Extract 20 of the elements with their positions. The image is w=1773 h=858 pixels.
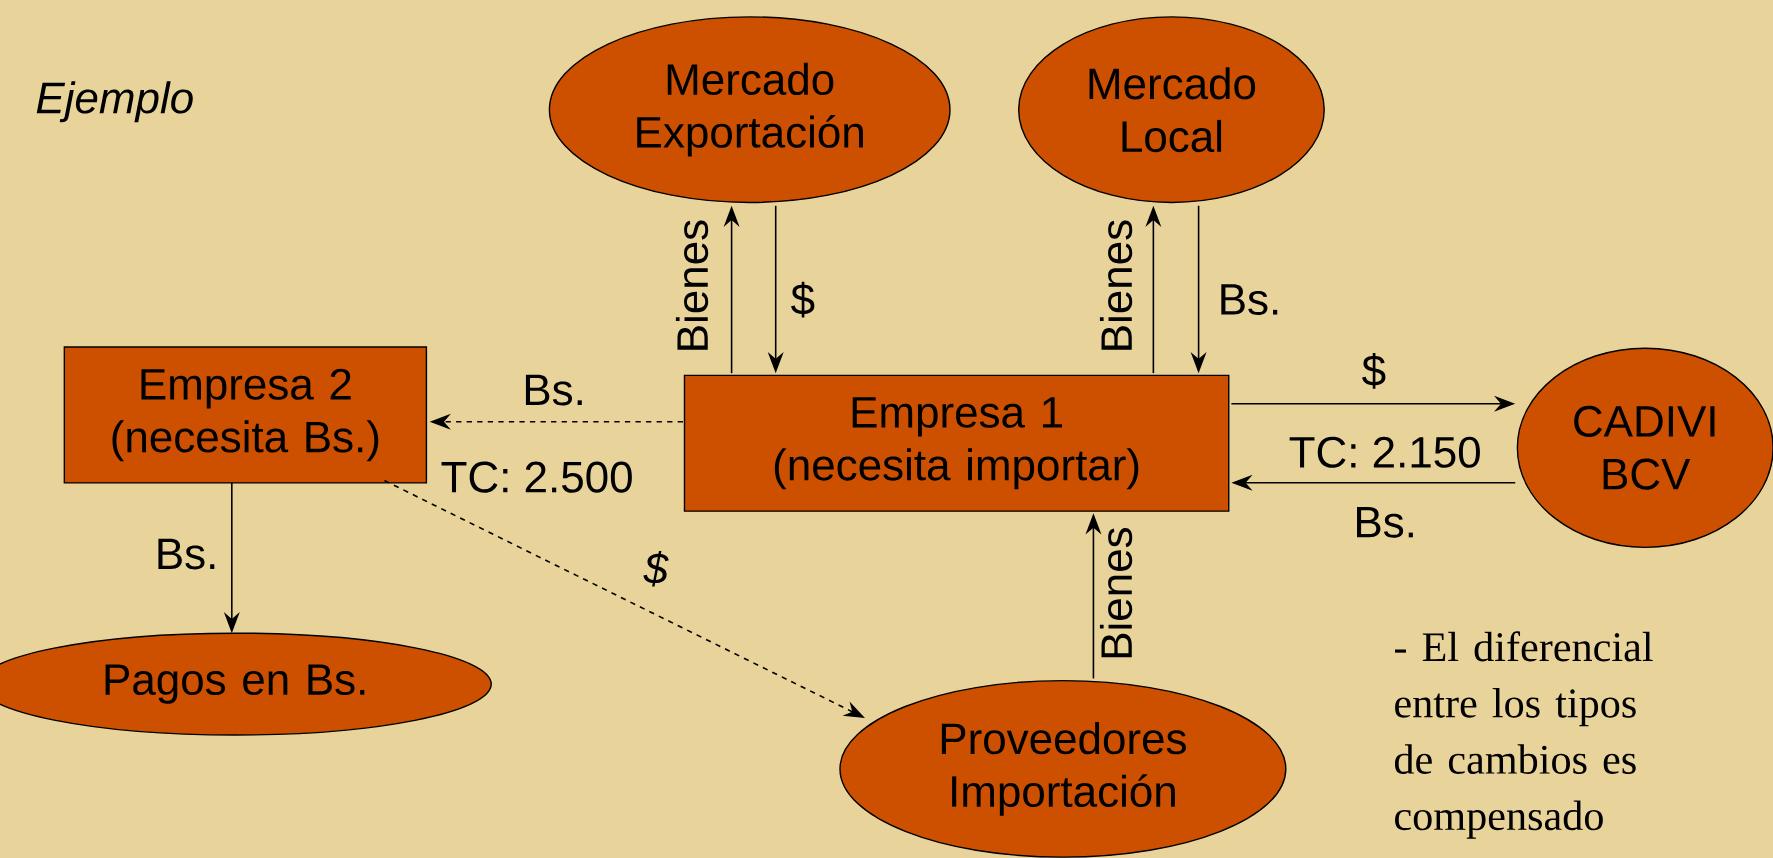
edge-label: Bienes <box>1099 527 1133 658</box>
edge-label: $ <box>791 281 815 318</box>
edge-label: $ <box>1362 352 1386 389</box>
edge-label: $ <box>643 550 669 587</box>
edge-label: Bs. <box>1357 506 1413 538</box>
rate-label: TC: 2.500 <box>441 461 632 493</box>
edge-label: Bs. <box>158 538 215 570</box>
ellipse-node: Mercado Local <box>1018 16 1325 204</box>
edge-label: Bienes <box>1099 220 1133 350</box>
ellipse-node: CADIVI BCV <box>1516 347 1773 548</box>
ellipse-node: Mercado Exportación <box>548 16 951 204</box>
process-box: Empresa 1 (necesita importar) <box>683 374 1230 512</box>
edge-label: Bs. <box>1221 284 1278 315</box>
title: Ejemplo <box>36 81 193 123</box>
note-text: - El diferencial entre los tipos de cambios es compensado <box>1394 631 1653 839</box>
ellipse-node: Proveedores Importación <box>839 679 1287 858</box>
edge-label: Bs. <box>525 374 582 406</box>
edge-label: Bienes <box>675 220 709 350</box>
process-box: Empresa 2 (necesita Bs.) <box>63 346 428 484</box>
rate-label: TC: 2.150 <box>1289 436 1480 468</box>
